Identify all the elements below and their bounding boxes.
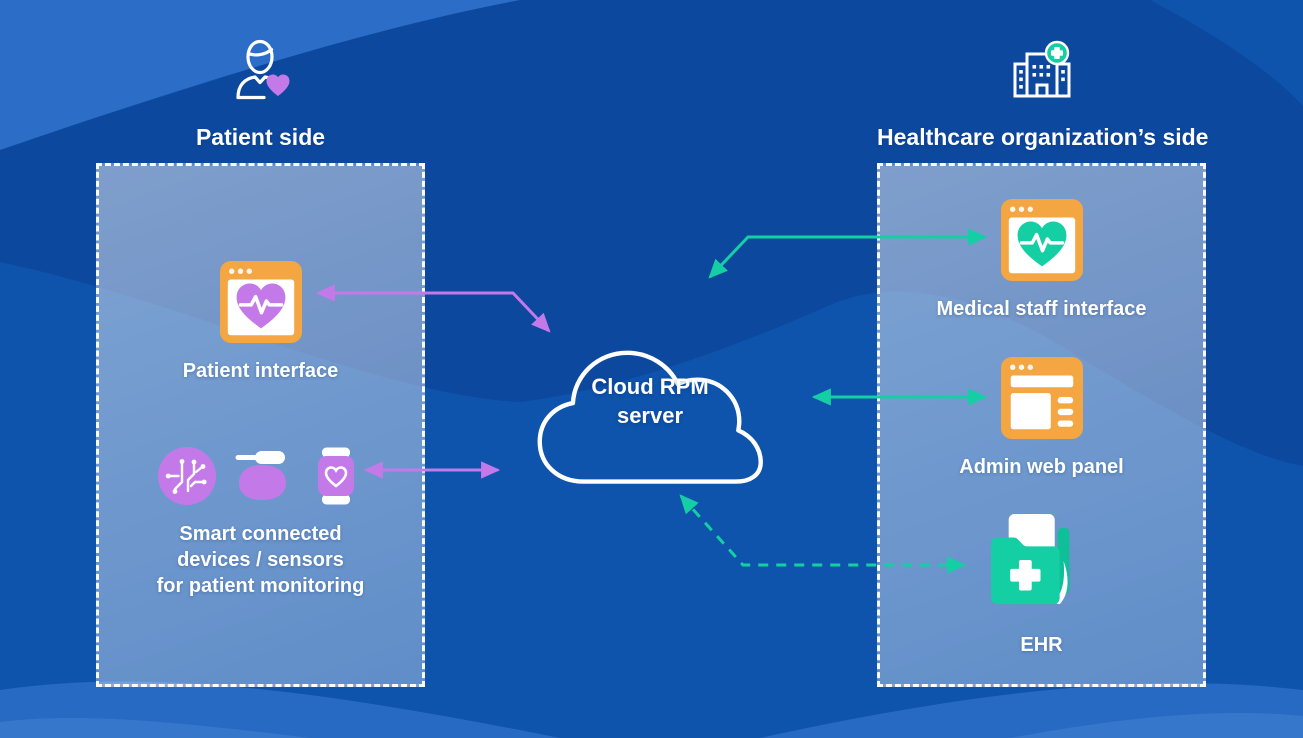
cloud-rpm-server: Cloud RPM server <box>512 306 788 506</box>
medical-staff-label: Medical staff interface <box>936 298 1147 320</box>
ehr-label: EHR <box>1020 634 1063 656</box>
patient-interface-browser-heart-icon <box>219 261 302 343</box>
medical-staff-browser-heart-icon <box>1000 199 1083 281</box>
patient-interface-label: Patient interface <box>182 360 339 382</box>
healthcare-side-panel: Medical staff interface Admin web panel <box>877 163 1206 687</box>
ehr-folder-icon <box>990 514 1069 605</box>
devices-node: Smart connected devices / sensors for pa… <box>99 444 422 599</box>
patient-side-panel: Patient interface <box>96 163 425 687</box>
cloud-label-line1: Cloud RPM <box>591 374 709 399</box>
healthcare-side-label: Healthcare organization’s side <box>877 124 1209 150</box>
admin-panel-node: Admin web panel <box>880 357 1203 480</box>
devices-label-line2: devices / sensors <box>177 549 344 571</box>
smartwatch-heart-icon <box>317 447 354 505</box>
cloud-label: Cloud RPM server <box>512 372 788 430</box>
devices-label: Smart connected devices / sensors for pa… <box>157 521 365 599</box>
circuit-sensor-icon <box>157 447 216 505</box>
ehr-node: EHR <box>880 514 1203 658</box>
cloud-label-line2: server <box>616 403 684 428</box>
cloud-icon <box>537 350 763 484</box>
healthcare-side-header: Healthcare organization’s side <box>877 40 1209 151</box>
person-with-heart-icon <box>235 39 289 100</box>
blood-pressure-monitor-icon <box>235 451 286 500</box>
hospital-icon <box>1013 40 1070 98</box>
patient-side-label: Patient side <box>195 124 326 150</box>
devices-label-line3: for patient monitoring <box>156 575 365 597</box>
patient-interface-node: Patient interface <box>99 261 422 384</box>
admin-web-panel-icon <box>1000 357 1083 439</box>
admin-panel-label: Admin web panel <box>959 456 1124 478</box>
patient-side-header: Patient side <box>96 36 425 151</box>
medical-staff-node: Medical staff interface <box>880 199 1203 322</box>
devices-label-line1: Smart connected <box>179 523 342 545</box>
